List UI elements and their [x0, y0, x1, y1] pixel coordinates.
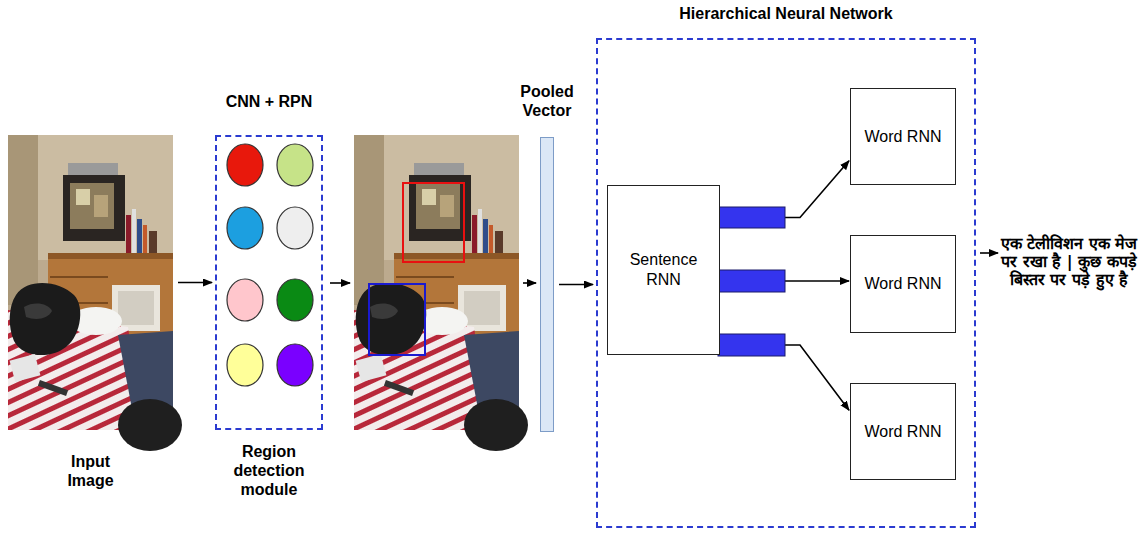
heading-label: CNN + RPN: [204, 92, 334, 111]
detection-box: [369, 284, 425, 355]
sentence-vector: [718, 334, 785, 356]
heading-label: Pooled Vector: [502, 82, 592, 120]
flow-arrow: [330, 282, 350, 284]
heading-label: Hierarchical Neural Network: [596, 4, 976, 23]
rnn-box: Sentence RNN: [607, 185, 720, 355]
sentence-vector: [718, 207, 785, 228]
region-circles: [227, 144, 313, 386]
box-label: Sentence RNN: [612, 250, 715, 290]
image-node: Input Image: [8, 135, 173, 430]
box-label: Word RNN: [864, 127, 941, 147]
box-label: Word RNN: [864, 274, 941, 294]
flow-arrow: [559, 284, 593, 286]
output-caption: एक टेलीविशन एक मेज पर रखा है | कुछ कपड़े…: [1000, 235, 1138, 289]
pooled-vector: Pooled Vector: [540, 137, 554, 432]
detected-photo: [354, 135, 528, 451]
module-group: CNN + RPNRegion detection module: [215, 135, 323, 430]
flow-arrow: [178, 282, 212, 284]
rnn-box: Word RNN: [850, 88, 956, 185]
rnn-box: Word RNN: [850, 383, 956, 480]
box-label: Word RNN: [864, 422, 941, 442]
network-group: Hierarchical Neural NetworkSentence RNNW…: [596, 38, 976, 528]
caption-label: Input Image: [61, 452, 121, 490]
flow-arrow: [523, 282, 536, 284]
input-photo: [8, 135, 182, 451]
detection-box: [403, 183, 464, 262]
caption-label: Region detection module: [219, 442, 319, 499]
flow-arrow: [980, 252, 998, 254]
rnn-box: Word RNN: [850, 235, 956, 333]
sentence-vector: [718, 270, 785, 292]
